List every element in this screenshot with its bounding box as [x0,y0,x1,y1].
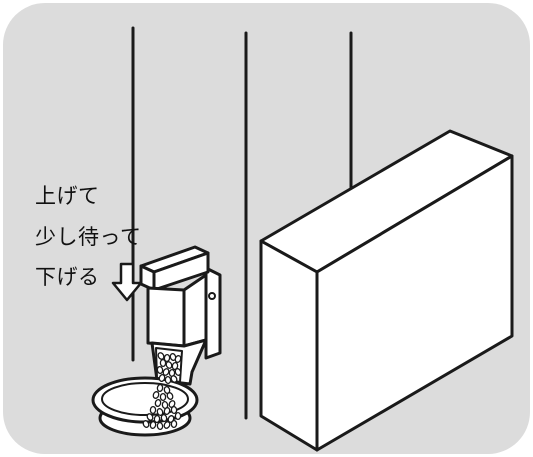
food-pellet [153,414,161,424]
food-pellet [168,400,176,408]
food-pellet [149,420,157,430]
food-pellet [154,398,162,408]
falling-pellets [142,352,182,431]
food-pellet [170,405,178,415]
food-pellet [174,368,182,376]
food-pellet [170,419,178,429]
food-pellet [166,392,174,400]
food-pellet [142,420,150,428]
down-arrow-icon [111,262,143,302]
food-pellet [165,361,173,369]
food-pellet [171,361,179,371]
box-front-face [259,239,319,452]
food-pellet [156,365,164,375]
food-pellet [159,358,167,368]
food-pellet [169,353,177,361]
food-pellet [156,421,164,431]
food-pellet [160,413,168,423]
food-pellet [174,355,182,363]
food-pellet [163,407,171,415]
food-pellet [174,411,182,421]
food-pellet [163,421,171,429]
food-pellet [156,383,164,393]
food-pellet [157,352,165,360]
mount-bracket [204,266,222,360]
food-pellet [146,413,154,421]
food-pellet [152,391,160,399]
food-pellet [159,392,167,402]
food-pellet [149,405,157,415]
food-pellet [170,375,178,383]
food-pellet [158,374,166,382]
box-side-face [315,154,514,452]
food-pellet [156,408,164,416]
mount-hole [208,292,216,300]
food-pellet [163,353,171,363]
food-pellet [164,375,172,385]
feeder-body-front [146,286,186,348]
feeder-cap-side [152,251,210,292]
feeder-cap-front [139,264,156,292]
